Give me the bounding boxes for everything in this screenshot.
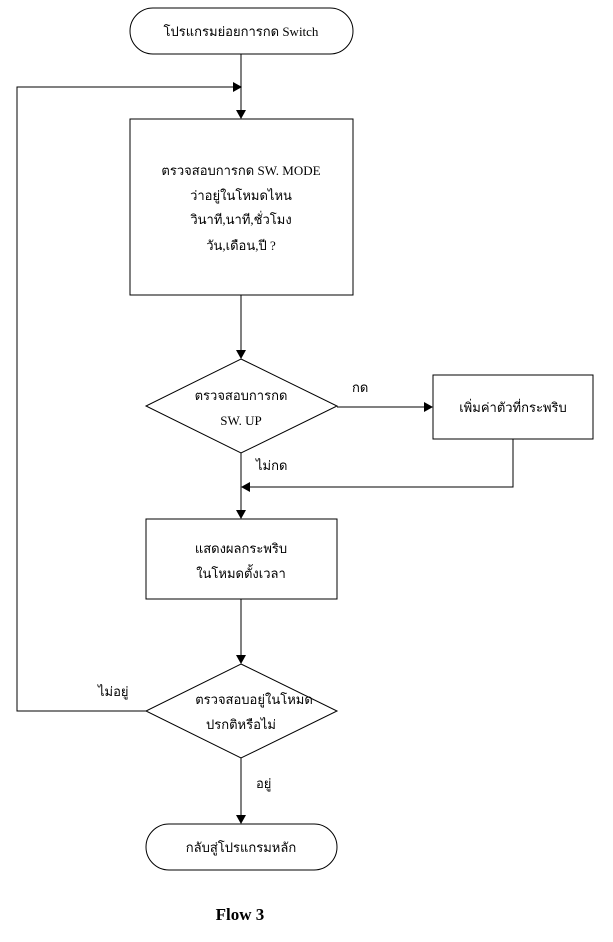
check-mode-line-3: วินาที,นาที,ชั่วโมง — [190, 211, 292, 227]
arrow-head — [424, 402, 433, 412]
arrow-head — [236, 510, 246, 519]
show-blink-line-1: แสดงผลกระพริบ — [195, 541, 287, 556]
check-up-line-2: SW. UP — [220, 413, 261, 428]
check-mode-line-1: ตรวจสอบการกด SW. MODE — [161, 163, 320, 178]
check-normal-decision: ตรวจสอบอยู่ในโหมด ปรกติหรือไม่ — [144, 663, 339, 759]
end-terminator: กลับสู่โปรแกรมหลัก — [145, 823, 338, 871]
check-mode-process: ตรวจสอบการกด SW. MODE ว่าอยู่ในโหมดไหน ว… — [129, 118, 354, 296]
check-mode-line-4: วัน,เดือน,ปี ? — [206, 238, 276, 253]
check-normal-line-1: ตรวจสอบอยู่ในโหมด — [195, 692, 313, 708]
check-normal-no-label: ไม่อยู่ — [97, 684, 129, 700]
check-normal-line-2: ปรกติหรือไม่ — [206, 717, 276, 732]
arrow-head — [233, 82, 242, 92]
arrow-head — [236, 350, 246, 359]
check-up-yes-label: กด — [352, 380, 368, 395]
connector-increment-return — [250, 439, 514, 488]
check-up-no-label: ไม่กด — [255, 458, 287, 473]
check-up-decision: ตรวจสอบการกด SW. UP — [144, 358, 339, 454]
show-blink-line-2: ในโหมดตั้งเวลา — [196, 564, 286, 581]
start-terminator: โปรแกรมย่อยการกด Switch — [129, 7, 354, 55]
arrow-head — [236, 815, 246, 824]
arrow-head — [236, 110, 246, 119]
show-blink-process: แสดงผลกระพริบ ในโหมดตั้งเวลา — [145, 518, 338, 600]
increment-process: เพิ่มค่าตัวที่กระพริบ — [432, 374, 594, 440]
arrow-head — [241, 482, 250, 492]
check-normal-yes-label: อยู่ — [256, 776, 271, 792]
start-label: โปรแกรมย่อยการกด Switch — [164, 24, 319, 39]
check-up-line-1: ตรวจสอบการกด — [195, 388, 288, 403]
increment-label: เพิ่มค่าตัวที่กระพริบ — [459, 399, 567, 415]
loop-back-connector — [16, 86, 233, 712]
end-label: กลับสู่โปรแกรมหลัก — [186, 840, 296, 856]
check-mode-line-2: ว่าอยู่ในโหมดไหน — [190, 188, 292, 204]
figure-caption: Flow 3 — [216, 905, 265, 924]
arrow-head — [236, 655, 246, 664]
